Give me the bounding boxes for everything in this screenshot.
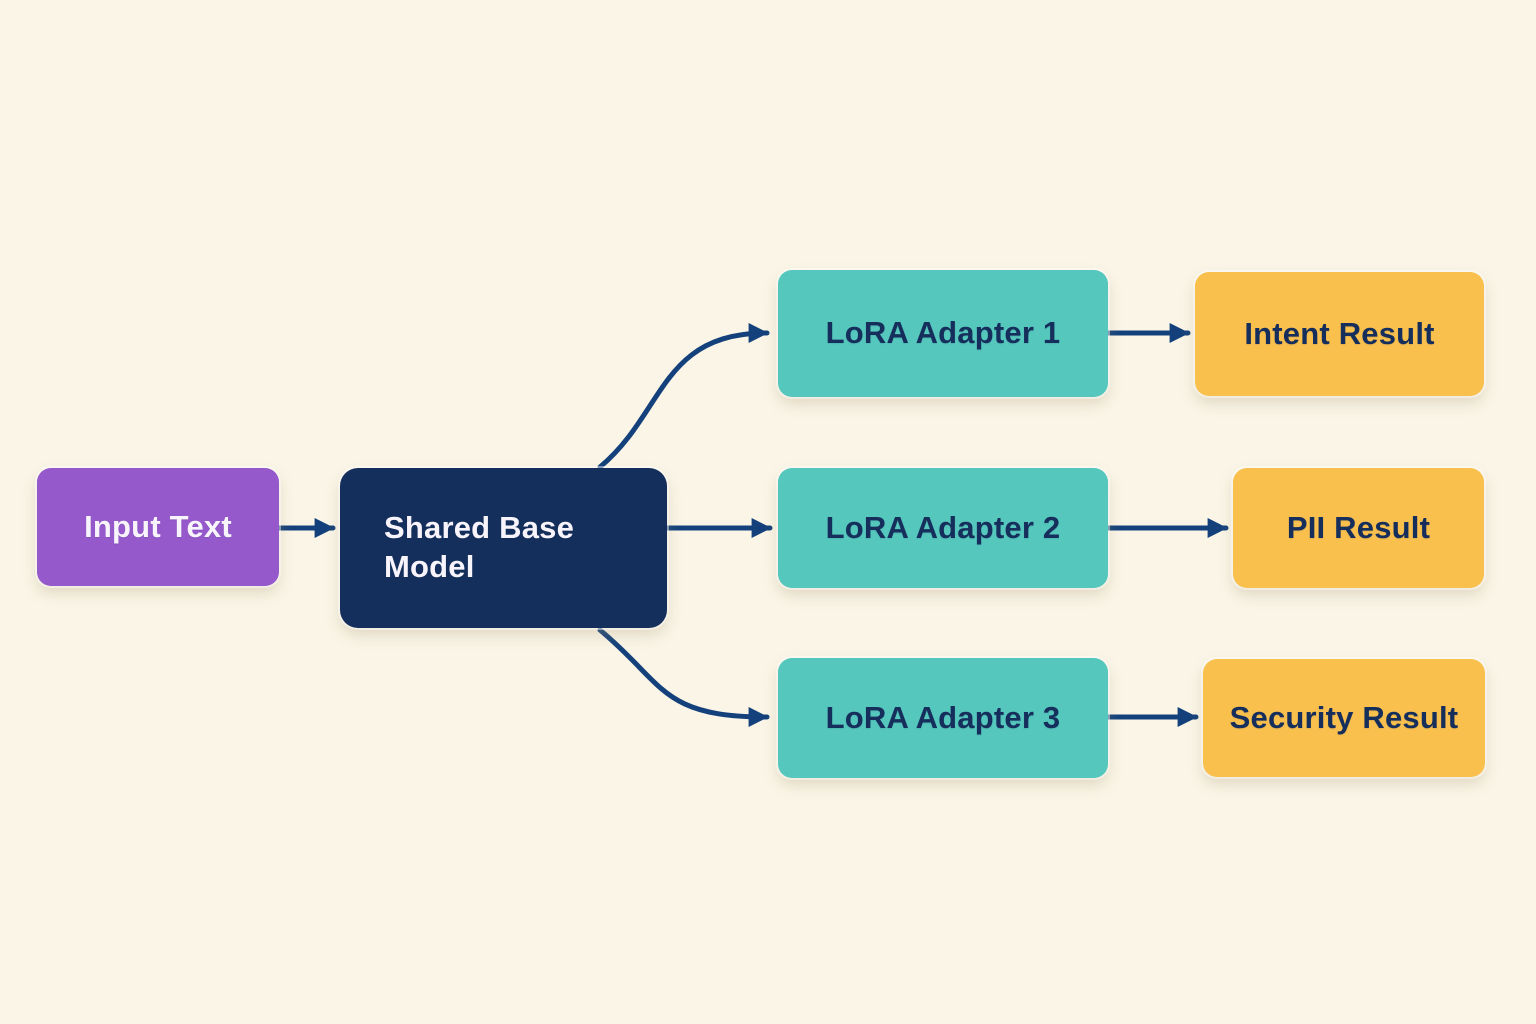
node-intent-result: Intent Result [1195, 272, 1484, 396]
node-lora-adapter-1-label: LoRA Adapter 1 [825, 315, 1061, 351]
node-pii-result: PII Result [1233, 468, 1484, 588]
node-shared-base-model: Shared Base Model [340, 468, 667, 628]
node-lora-adapter-3: LoRA Adapter 3 [778, 658, 1108, 778]
node-lora-adapter-2-label: LoRA Adapter 2 [825, 509, 1061, 545]
arrow-base-to-adapter-3 [597, 627, 770, 727]
arrow-base-to-adapter-1 [597, 323, 770, 470]
node-lora-adapter-2: LoRA Adapter 2 [778, 468, 1108, 588]
node-lora-adapter-3-label: LoRA Adapter 3 [825, 699, 1061, 735]
node-security-result: Security Result [1203, 659, 1485, 777]
node-input-text: Input Text [37, 468, 279, 586]
node-input-text-label: Input Text [84, 508, 232, 544]
node-shared-base-model-label: Shared Base Model [384, 510, 575, 584]
node-intent-result-label: Intent Result [1244, 315, 1435, 351]
node-security-result-label: Security Result [1229, 699, 1459, 735]
node-lora-adapter-1: LoRA Adapter 1 [778, 270, 1108, 397]
node-pii-result-label: PII Result [1286, 509, 1431, 545]
